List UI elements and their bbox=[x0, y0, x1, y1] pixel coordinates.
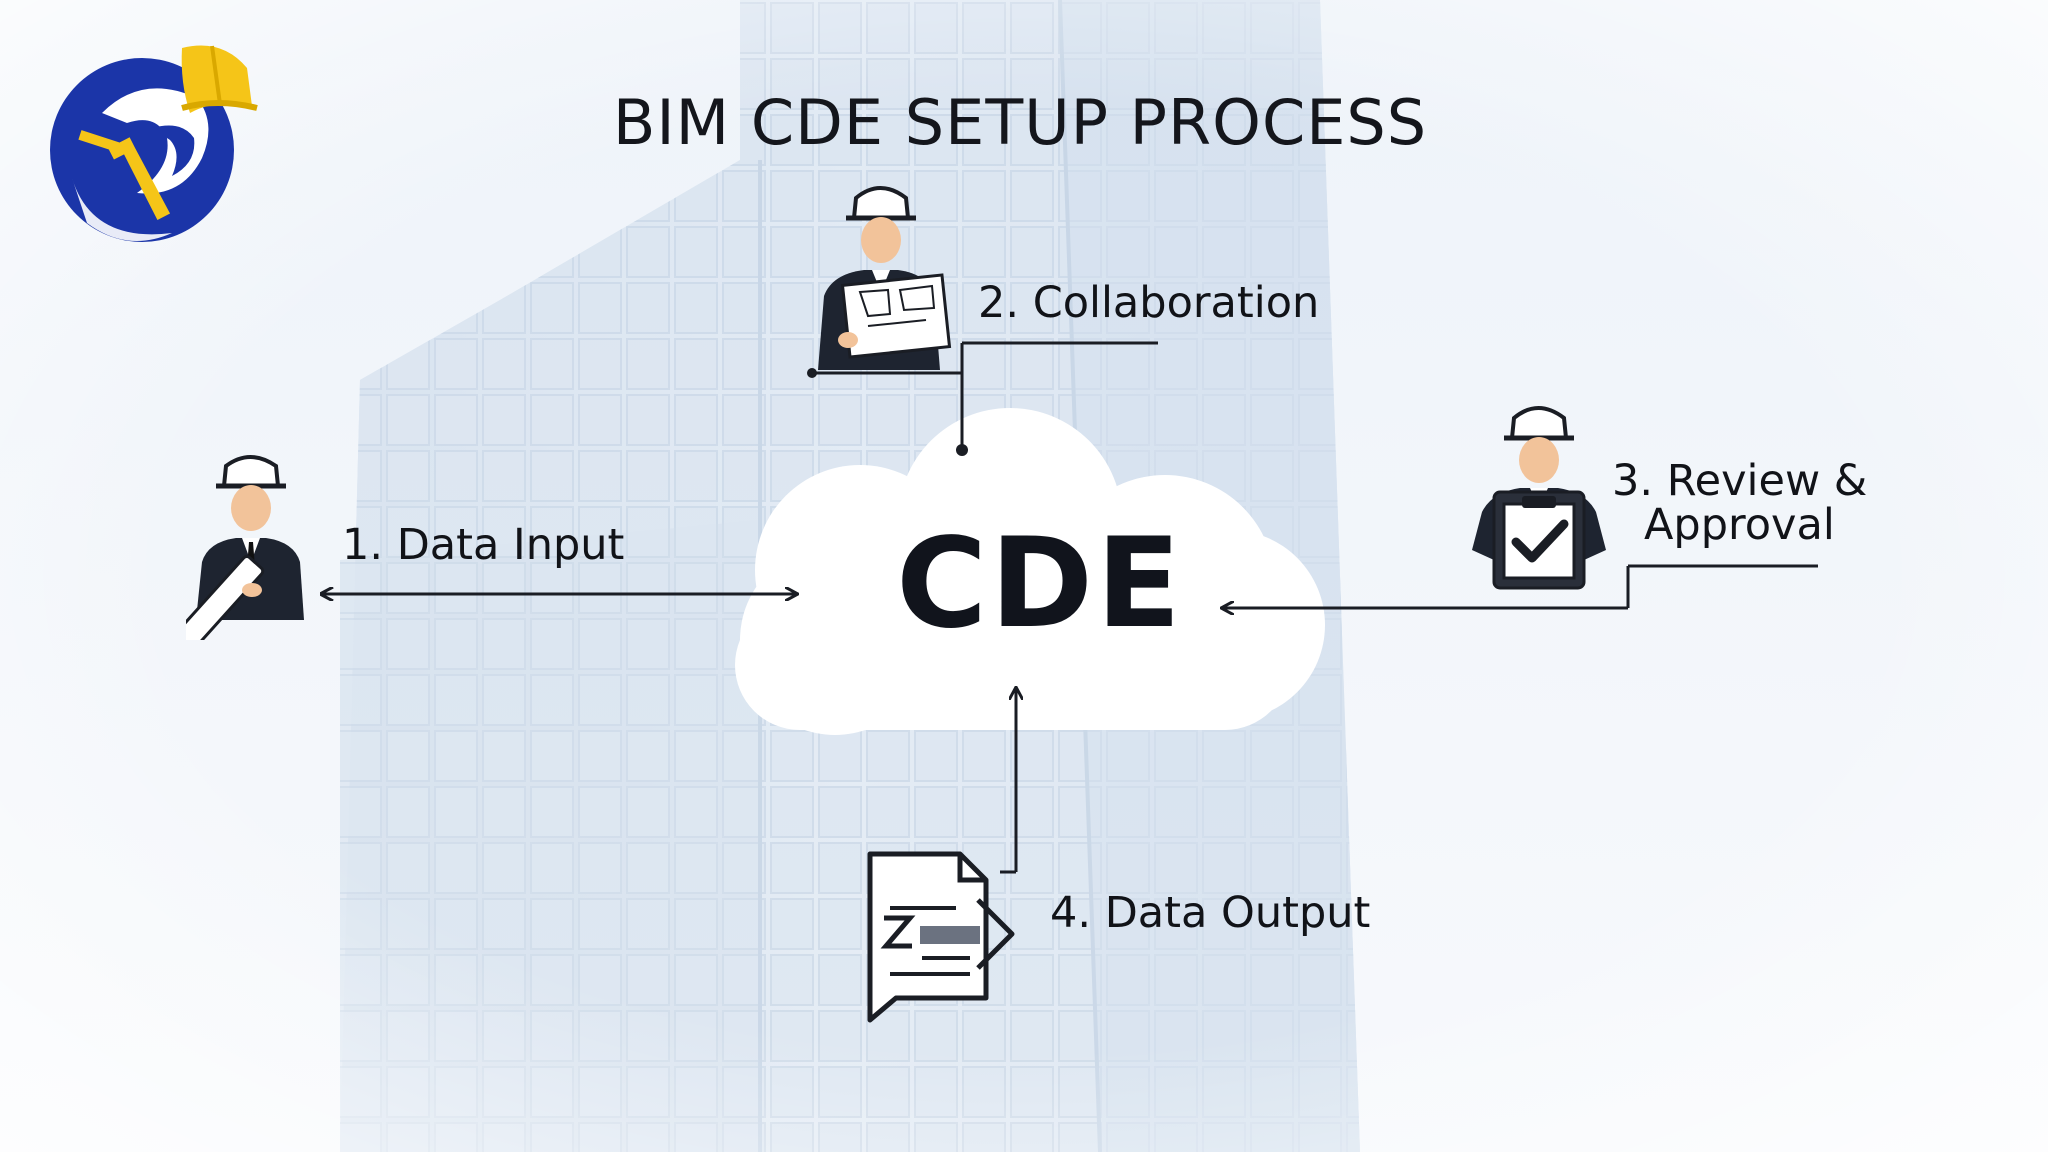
connector-review bbox=[1222, 564, 1818, 608]
connector-node bbox=[807, 368, 817, 378]
connector-collaboration bbox=[812, 341, 1158, 450]
connector-node bbox=[956, 444, 968, 456]
logo-icon bbox=[50, 45, 258, 242]
step-label-collaboration: 2. Collaboration bbox=[978, 278, 1320, 328]
engineer-checklist-icon bbox=[1472, 406, 1606, 590]
engineer-floorplan-icon bbox=[818, 186, 952, 370]
document-output-icon bbox=[867, 851, 1015, 1023]
cde-label: CDE bbox=[896, 512, 1184, 656]
engineer-blueprint-icon bbox=[186, 455, 304, 640]
step-label-review: 3. Review & bbox=[1612, 456, 1868, 506]
step-label-data-input: 1. Data Input bbox=[342, 520, 625, 570]
step-label-data-output: 4. Data Output bbox=[1050, 888, 1371, 938]
connector-data-output bbox=[1000, 688, 1016, 874]
diagram-title: BIM CDE SETUP PROCESS bbox=[612, 86, 1428, 159]
step-label-approval: Approval bbox=[1644, 500, 1835, 550]
